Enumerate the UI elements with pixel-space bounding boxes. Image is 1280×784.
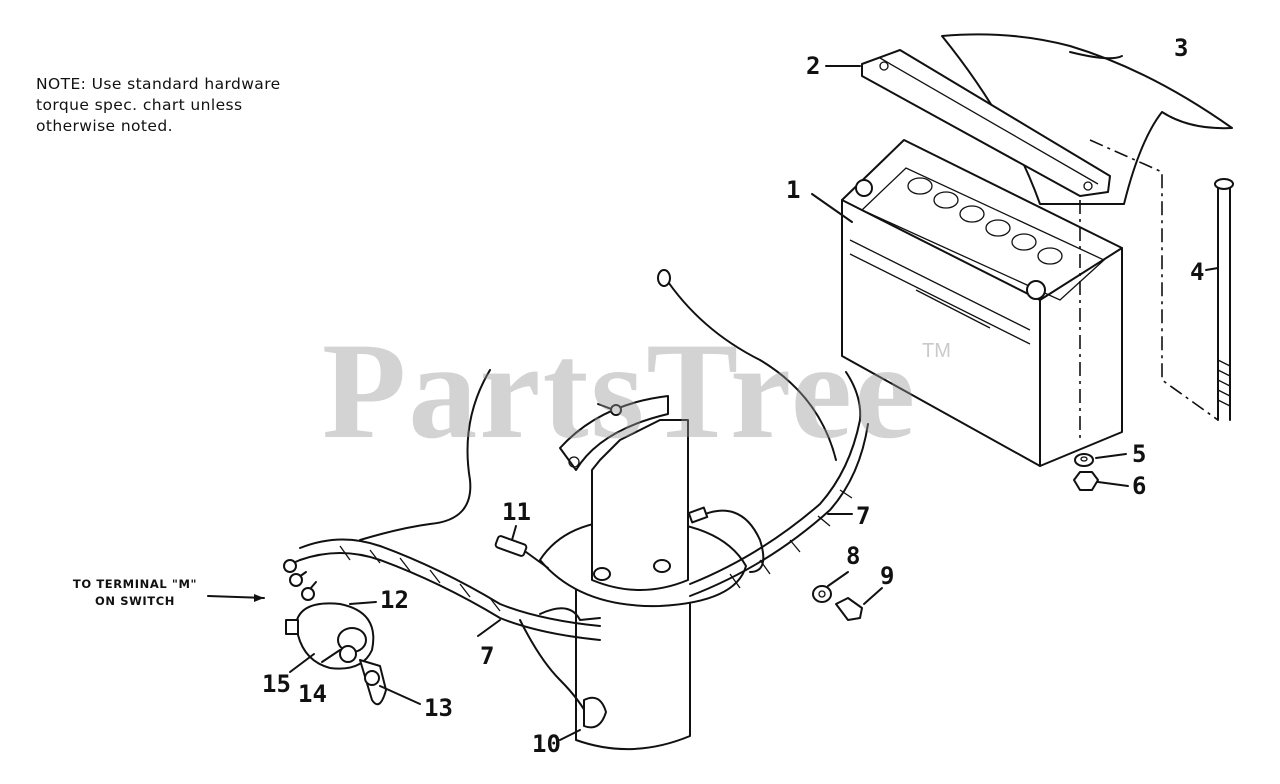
callout-7-harness-right: 7 [856, 502, 870, 530]
terminal-note-line: TO TERMINAL "M" [72, 577, 198, 591]
note-line: torque spec. chart unless [36, 96, 243, 114]
callout-14: 14 [298, 680, 327, 708]
note-line: NOTE: Use standard hardware [36, 75, 281, 93]
hold-down-bracket [861, 49, 1111, 197]
terminal-note-line: ON SWITCH [95, 594, 175, 608]
leader-lines [207, 51, 1219, 741]
wiring-harness [283, 269, 869, 721]
lock-washer [812, 585, 832, 603]
ignition-switch [285, 602, 387, 706]
callout-8: 8 [846, 542, 860, 570]
callout-10: 10 [532, 730, 561, 758]
terminal-note: TO TERMINAL "M" ON SWITCH [60, 576, 210, 610]
ring-terminal [583, 696, 607, 729]
callout-12: 12 [380, 586, 409, 614]
alignment-line [1089, 139, 1219, 421]
callout-1: 1 [786, 176, 800, 204]
watermark: PartsTree [322, 314, 918, 467]
callout-4: 4 [1190, 258, 1204, 286]
battery [841, 139, 1123, 467]
column-screw [597, 403, 622, 416]
fuse-holder [494, 535, 549, 569]
washer [1074, 453, 1094, 467]
callout-5: 5 [1132, 440, 1146, 468]
callout-3: 3 [1174, 34, 1188, 62]
cap-screw [835, 597, 863, 621]
battery-cells [907, 177, 1063, 265]
callout-2: 2 [806, 52, 820, 80]
callout-15: 15 [262, 670, 291, 698]
callout-7-harness-left: 7 [480, 642, 494, 670]
callout-13: 13 [424, 694, 453, 722]
callout-6: 6 [1132, 472, 1146, 500]
hex-nut [1073, 471, 1099, 491]
note-line: otherwise noted. [36, 117, 173, 135]
callout-11: 11 [502, 498, 531, 526]
hold-down-rod [1214, 178, 1234, 421]
watermark-trademark: TM [922, 340, 951, 362]
callout-9: 9 [880, 562, 894, 590]
hardware-torque-note: NOTE: Use standard hardware torque spec.… [36, 74, 281, 137]
